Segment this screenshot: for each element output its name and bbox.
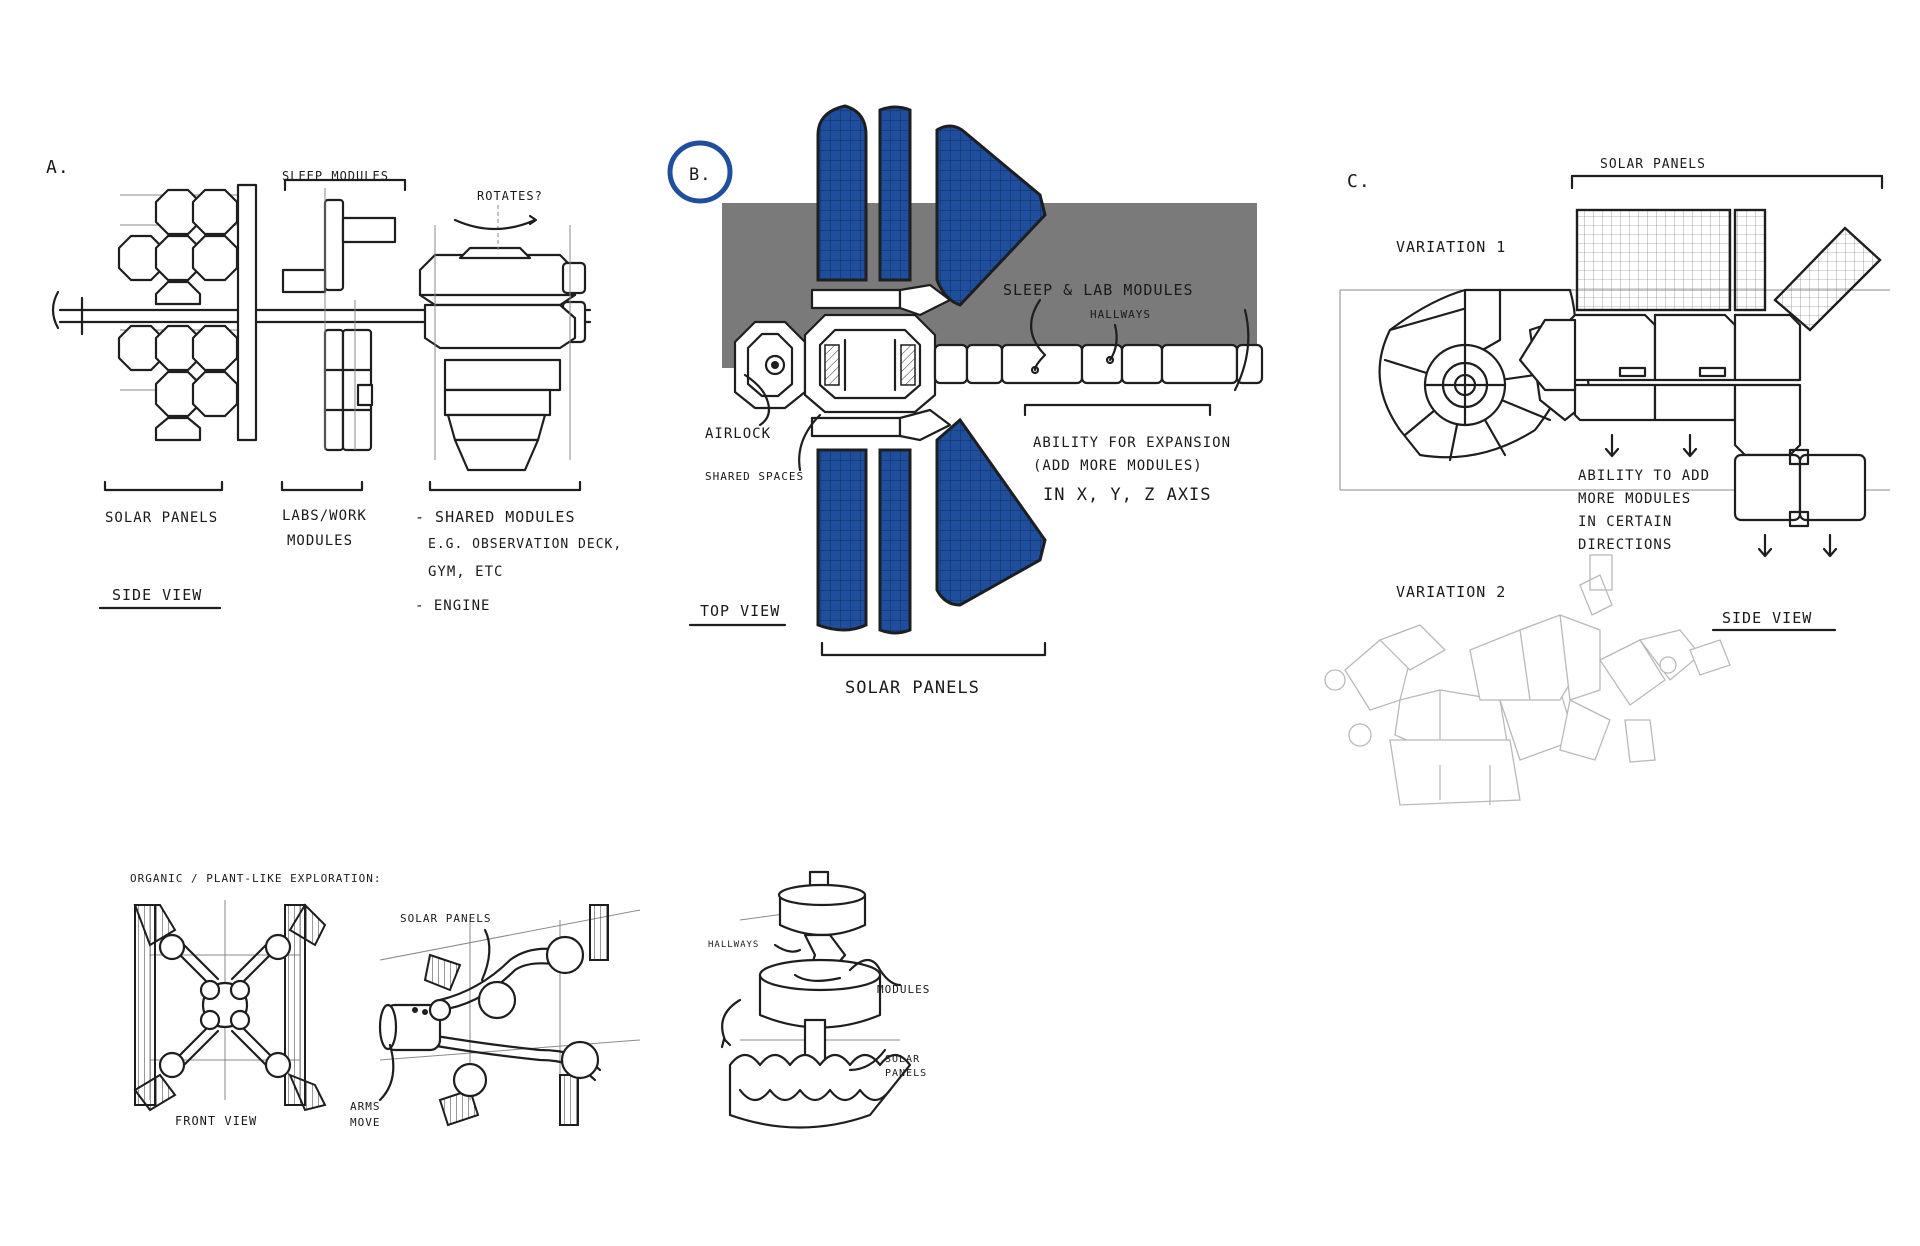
b-shared-space-module	[803, 313, 937, 414]
a-solar-panels-label: SOLAR PANELS	[105, 510, 218, 526]
a-shared-label-3: GYM, ETC	[428, 564, 503, 580]
organic-front-view-label: FRONT VIEW	[175, 1114, 257, 1128]
b-expansion-label-1: ABILITY FOR EXPANSION	[1033, 435, 1231, 451]
a-rotates-label: ROTATES?	[477, 189, 543, 203]
organic-solar-label-1: SOLAR	[885, 1054, 920, 1065]
b-airlock-label: AIRLOCK	[705, 426, 771, 442]
a-view-label: SIDE VIEW	[112, 586, 202, 604]
b-letter-circle	[667, 140, 733, 204]
b-expansion-label-3: IN X, Y, Z AXIS	[1043, 485, 1212, 505]
a-labs-label-1: LABS/WORK	[282, 508, 367, 524]
c-expansion-arrows	[1604, 433, 1838, 558]
organic-arms-label-1: ARMS	[350, 1100, 381, 1113]
c-ability-label-3: IN CERTAIN	[1578, 514, 1672, 530]
b-solar-panels-label: SOLAR PANELS	[845, 678, 980, 698]
a-sleep-modules-label: SLEEP MODULES	[282, 169, 389, 183]
section-c-side-view: C. SOLAR PANELS VARIATION 1	[1324, 157, 1890, 806]
section-c-letter: C.	[1347, 171, 1371, 192]
a-lab-modules	[281, 178, 407, 452]
a-solar-hexes-bottom	[117, 324, 239, 442]
c-ability-label-1: ABILITY TO ADD	[1578, 468, 1710, 484]
section-b-top-view: B.	[667, 104, 1264, 698]
c-variation2-sketch	[1324, 554, 1731, 806]
b-expansion-label-2: (ADD MORE MODULES)	[1033, 458, 1203, 474]
c-variation2-label: VARIATION 2	[1396, 583, 1506, 601]
organic-hallways-label: HALLWAYS	[708, 940, 759, 950]
organic-solar-panels-label: SOLAR PANELS	[400, 912, 491, 925]
a-shared-label-2: E.G. OBSERVATION DECK,	[428, 537, 622, 552]
a-shared-modules	[418, 205, 587, 472]
c-ability-label-4: DIRECTIONS	[1578, 537, 1672, 553]
a-shared-label-1: - SHARED MODULES	[415, 508, 576, 526]
c-variation1-label: VARIATION 1	[1396, 238, 1506, 256]
b-shared-spaces-label: SHARED SPACES	[705, 470, 804, 483]
c-ability-label-2: MORE MODULES	[1578, 491, 1691, 507]
organic-exploration: ORGANIC / PLANT-LIKE EXPLORATION:	[130, 870, 930, 1129]
b-solar-panels-bottom	[816, 417, 1047, 635]
organic-solar-label-2: PANELS	[885, 1068, 927, 1079]
b-module-chain	[933, 343, 1264, 385]
section-a-side-view: A.	[46, 157, 622, 614]
b-solar-panels-top	[816, 104, 1047, 307]
organic-modules-label: MODULES	[877, 983, 930, 996]
c-solar-grid-panels	[1575, 208, 1882, 332]
section-b-letter: B.	[689, 165, 711, 185]
organic-title: ORGANIC / PLANT-LIKE EXPLORATION:	[130, 872, 382, 885]
c-solar-panels-label: SOLAR PANELS	[1600, 157, 1706, 172]
a-engine-label: - ENGINE	[415, 598, 490, 614]
organic-front-view-sketch	[133, 900, 327, 1112]
a-solar-hexes-top	[117, 188, 239, 306]
b-hallways-label: HALLWAYS	[1090, 308, 1151, 321]
c-module-grid	[1518, 313, 1867, 528]
b-view-label: TOP VIEW	[700, 602, 780, 620]
section-a-letter: A.	[46, 157, 70, 178]
c-view-label: SIDE VIEW	[1722, 609, 1812, 627]
organic-stacked-module-sketch	[720, 870, 912, 1129]
b-sleep-lab-label: SLEEP & LAB MODULES	[1003, 281, 1194, 299]
a-labs-label-2: MODULES	[287, 533, 353, 549]
organic-arms-label-2: MOVE	[350, 1116, 381, 1129]
organic-perspective-sketch	[378, 904, 641, 1127]
